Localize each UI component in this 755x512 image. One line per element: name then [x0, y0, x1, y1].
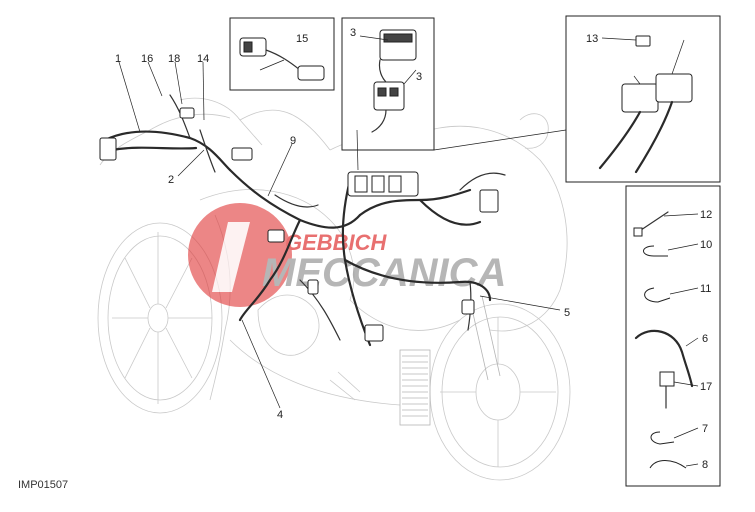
callout-labels: 1 16 18 14 2 9 3 3 15 4 5 13 12 10 11 6 …	[115, 27, 712, 471]
callout-14: 14	[197, 53, 209, 65]
callout-3a: 3	[350, 27, 356, 39]
callout-2: 2	[168, 174, 174, 186]
callout-3b: 3	[416, 71, 422, 83]
callout-12: 12	[700, 209, 712, 221]
callout-4: 4	[277, 409, 283, 421]
main-harness	[99, 94, 506, 347]
callout-17: 17	[700, 381, 712, 393]
callout-5: 5	[564, 307, 570, 319]
motorcycle-outline	[97, 97, 571, 481]
watermark: GEBBICH MECCANICA	[188, 203, 506, 307]
watermark-line1: GEBBICH	[285, 230, 388, 255]
callout-10: 10	[700, 239, 712, 251]
callout-18: 18	[168, 53, 180, 65]
callout-1: 1	[115, 53, 121, 65]
callout-15: 15	[296, 33, 308, 45]
callout-7: 7	[702, 423, 708, 435]
callout-13: 13	[586, 33, 598, 45]
callout-9: 9	[290, 135, 296, 147]
inset-small-parts	[625, 185, 721, 487]
callout-16: 16	[141, 53, 153, 65]
callout-6: 6	[702, 333, 708, 345]
inset-item-15	[229, 17, 335, 91]
callout-11: 11	[700, 283, 711, 295]
callout-8: 8	[702, 459, 708, 471]
leader-lines	[118, 35, 699, 467]
watermark-line2: MECCANICA	[262, 251, 506, 295]
drawing-code: IMP01507	[18, 479, 68, 491]
